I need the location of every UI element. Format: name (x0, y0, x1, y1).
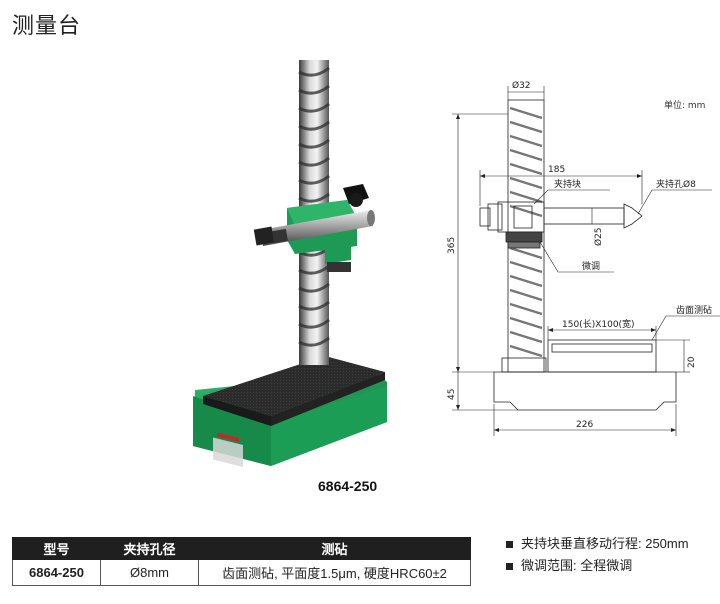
dim-height: 365 (447, 237, 457, 254)
dim-column-dia: Ø32 (512, 80, 531, 91)
label-clamp-hole: 夹持孔Ø8 (656, 178, 696, 190)
dim-base-height: 45 (447, 389, 457, 400)
cell-anvil: 齿面测砧, 平面度1.5μm, 硬度HRC60±2 (198, 559, 471, 586)
header-model: 型号 (12, 537, 101, 560)
unit-label: 单位: mm (664, 101, 706, 111)
label-clamp-block: 夹持块 (554, 178, 581, 190)
table-row: 6864-250 Ø8mm 齿面测砧, 平面度1.5μm, 硬度HRC60±2 (12, 559, 471, 586)
notes-list: 夹持块垂直移动行程: 250mm 微调范围: 全程微调 (506, 533, 689, 577)
list-item: 微调范围: 全程微调 (506, 555, 689, 577)
product-photo (193, 60, 387, 467)
arm (253, 210, 375, 246)
header-clamp-hole: 夹持孔径 (100, 537, 199, 560)
knob (343, 184, 369, 207)
page-title: 测量台 (12, 14, 82, 39)
dim-arm-dia: Ø25 (593, 227, 604, 246)
list-item: 夹持块垂直移动行程: 250mm (506, 533, 689, 555)
fine-adjust-ring (325, 244, 351, 272)
model-caption: 6864-250 (318, 478, 378, 494)
dim-anvil-thickness: 20 (687, 356, 697, 368)
spec-table-header-row: 型号 夹持孔径 测砧 (12, 537, 471, 560)
bullet-icon (506, 562, 513, 570)
technical-drawing: Ø32 185 夹持块 夹持孔Ø8 Ø25 微调 365 齿面测砧 150(长)… (447, 80, 720, 436)
label-fine-adjust: 微调 (582, 260, 600, 272)
cell-clamp-hole: Ø8mm (100, 559, 199, 586)
cell-model: 6864-250 (12, 559, 101, 586)
label-anvil: 齿面测砧 (676, 304, 712, 316)
bullet-icon (506, 540, 513, 548)
note-text: 夹持块垂直移动行程: 250mm (521, 536, 689, 551)
spec-table: 型号 夹持孔径 测砧 6864-250 Ø8mm 齿面测砧, 平面度1.5μm,… (12, 537, 471, 586)
note-text: 微调范围: 全程微调 (521, 558, 633, 573)
dim-anvil-size: 150(长)X100(宽) (562, 318, 635, 330)
dim-base-width: 226 (576, 420, 593, 430)
anvil-plate (203, 356, 385, 426)
dim-arm-length: 185 (548, 165, 565, 175)
header-anvil: 测砧 (198, 537, 471, 560)
